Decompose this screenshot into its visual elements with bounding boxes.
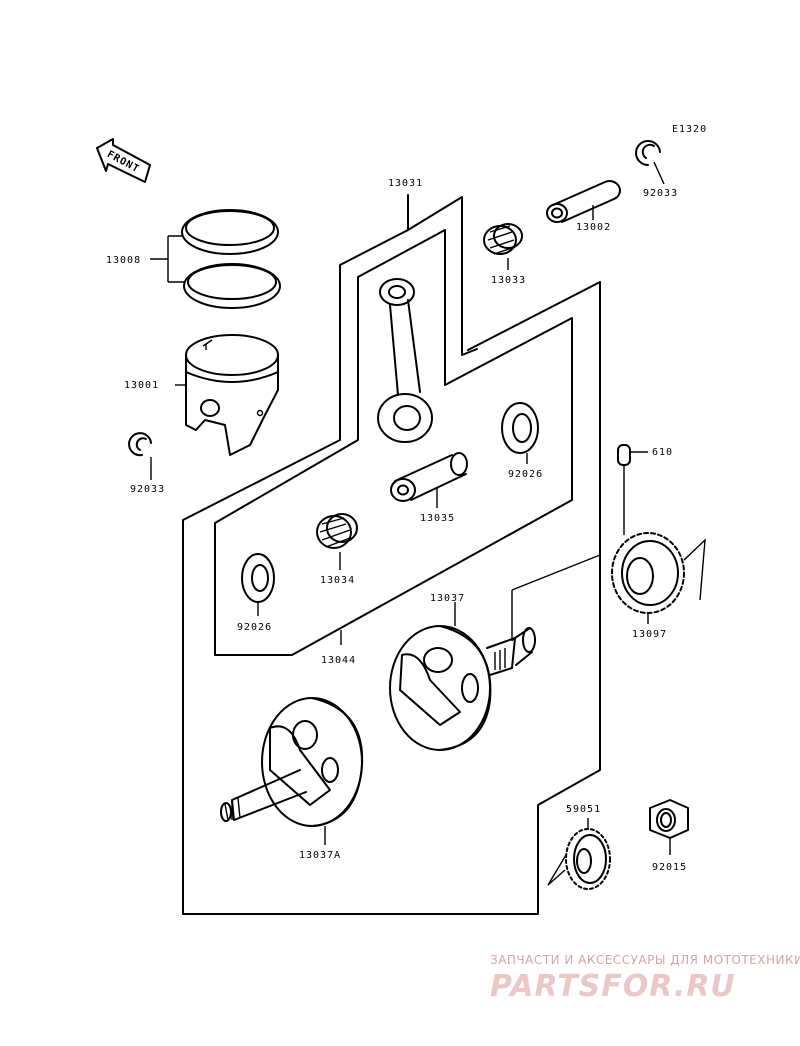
needle-bearing-icon (316, 513, 358, 570)
needle-bearing-icon (483, 223, 523, 270)
part-label-92033-top: 92033 (643, 188, 678, 199)
crank-pin-icon (390, 452, 468, 508)
watermark-tagline: ЗАПЧАСТИ И АКСЕССУАРЫ ДЛЯ МОТОТЕХНИКИ (490, 953, 800, 967)
diagram-code: E1320 (672, 124, 707, 135)
part-label-13002: 13002 (576, 222, 611, 233)
part-label-13031: 13031 (388, 178, 423, 189)
part-label-13035: 13035 (420, 513, 455, 524)
part-label-13044: 13044 (321, 655, 356, 666)
part-label-59051: 59051 (566, 804, 601, 815)
part-label-610: 610 (652, 447, 673, 458)
part-label-13034: 13034 (320, 575, 355, 586)
thrust-washer-icon (241, 553, 275, 616)
crankshaft-half-icon (220, 697, 364, 845)
part-label-13001: 13001 (124, 380, 159, 391)
dowel-pin-icon (617, 444, 648, 535)
circlip-icon (635, 140, 665, 185)
part-label-92026-right: 92026 (508, 469, 543, 480)
gear-icon (611, 532, 706, 624)
crankshaft-half-icon (389, 554, 601, 751)
part-label-13037: 13037 (430, 593, 465, 604)
part-label-92033-left: 92033 (130, 484, 165, 495)
part-label-13097: 13097 (632, 629, 667, 640)
crankshaft-assembly-bracket (182, 194, 601, 915)
part-label-92015: 92015 (652, 862, 687, 873)
watermark-brand: PARTSFOR.RU (490, 969, 736, 1004)
part-label-92026-left: 92026 (237, 622, 272, 633)
part-label-13008: 13008 (106, 255, 141, 266)
circlip-icon (128, 432, 152, 480)
gear-icon (547, 818, 611, 890)
piston-pin-icon (546, 180, 621, 223)
nut-icon (649, 799, 689, 855)
thrust-washer-icon (501, 402, 539, 464)
piston-ring-icon (150, 209, 281, 309)
piston-icon (175, 334, 279, 456)
connecting-rod-icon (377, 278, 433, 443)
part-label-13033: 13033 (491, 275, 526, 286)
front-arrow-icon: FRONT (96, 138, 151, 183)
connecting-rod-assembly-bracket (214, 229, 573, 656)
part-label-13037A: 13037A (299, 850, 341, 861)
